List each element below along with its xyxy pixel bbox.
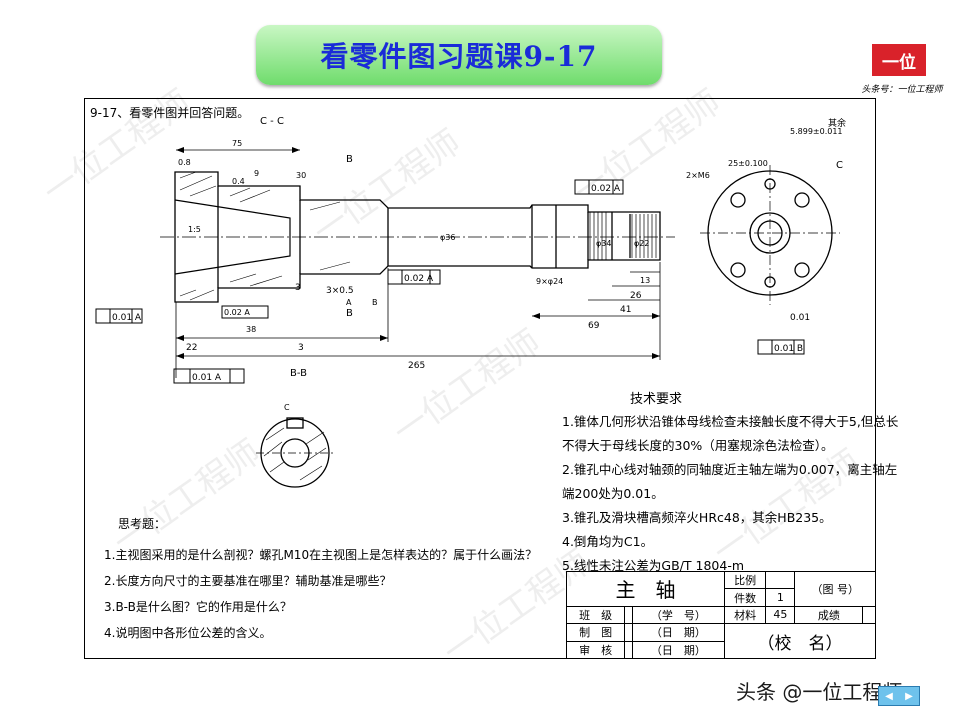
dim-41: 41 (620, 305, 631, 315)
tech-req-line: 3.锥孔及滑块槽高频淬火HRc48，其余HB235。 (562, 510, 832, 525)
dim-9: 9 (254, 169, 259, 178)
note-peizuo: B (372, 298, 378, 307)
tech-req-title: 技术要求 (630, 392, 683, 407)
qty-label: 件数 (723, 588, 767, 607)
label-b-bottom: B (346, 308, 353, 319)
school-name: （校 名） (723, 623, 877, 659)
dim-3x0.5: 3×0.5 (326, 286, 354, 296)
dim-bb-6: C (284, 403, 290, 412)
gdt-small: 0.02 A (224, 308, 250, 317)
gdt-endview: 0.01 B (774, 344, 803, 354)
questions-list: 1.主视图采用的是什么剖视？螺孔M10在主视图上是怎样表达的？属于什么画法？ 2… (104, 542, 537, 646)
draw-date: （日 期） (631, 623, 725, 642)
label-cc: C - C (260, 116, 284, 127)
tech-req-line: 2.锥孔中心线对轴颈的同轴度近主轴左端为0.007，离主轴左 (562, 462, 898, 477)
score-label: 成绩 (794, 605, 864, 625)
gdt-left: 0.01 A (112, 313, 142, 323)
part-name: 主 轴 (566, 571, 725, 607)
tech-req-list: 1.锥体几何形状沿锥体母线检查未接触长度不得大于5,但总长 不得大于母线长度的3… (562, 410, 898, 578)
dim-265: 265 (408, 361, 425, 371)
questions-title: 思考题： (118, 517, 167, 531)
question-item: 2.长度方向尺寸的主要基准在哪里？辅助基准是哪些？ (104, 574, 392, 588)
question-item: 1.主视图采用的是什么剖视？螺孔M10在主视图上是怎样表达的？属于什么画法？ (104, 548, 538, 562)
class-label: 班 级 (565, 605, 626, 625)
dim-2xM6: 5.899±0.011 (790, 127, 843, 136)
brand-logo: 一位 (872, 44, 926, 76)
qty-value: 1 (765, 588, 796, 607)
taper-bore (174, 199, 291, 275)
student-no: （学 号） (631, 605, 725, 625)
drawing-number: （图 号） (794, 571, 876, 607)
dim-45deg: 25±0.100 (728, 159, 768, 168)
question-item: 3.B-B是什么图？它的作用是什么？ (104, 600, 292, 614)
tech-req-line: 不得大于母线长度的30%（用塞规涂色法检查）。 (562, 438, 834, 453)
source-caption: 头条 @一位工程师 (736, 680, 903, 704)
dim-13: 13 (640, 276, 650, 285)
draw-label: 制 图 (565, 623, 626, 642)
dim-38: 38 (246, 325, 256, 334)
dim-4xM10: 2×M6 (686, 171, 710, 180)
label-b-top: B (346, 154, 353, 165)
title-banner: 看零件图习题课9-17 (256, 25, 662, 85)
check-date: （日 期） (631, 640, 725, 660)
dim-95: 3 (298, 343, 304, 353)
dim-taper: 1:5 (188, 225, 201, 234)
dim-phi31: φ36 (440, 233, 455, 242)
dim-m27: φ34 (596, 239, 611, 248)
scale-label: 比例 (723, 570, 767, 590)
dim-m22: φ22 (634, 239, 649, 248)
dim-phi6x90: A (346, 298, 352, 307)
tech-req-line: 5.线性未注公差为GB/T 1804-m (562, 558, 745, 573)
prev-arrow-icon[interactable]: ◀ (885, 690, 893, 702)
gdt-bottom: 0.01 A (192, 373, 222, 383)
check-label: 审 核 (565, 640, 626, 660)
label-c-view: C (836, 160, 843, 171)
gdt-top: 0.02 A (591, 184, 621, 194)
dim-26: 26 (630, 291, 642, 301)
question-item: 4.说明图中各形位公差的含义。 (104, 626, 272, 640)
next-arrow-icon[interactable]: ▶ (905, 690, 913, 702)
tech-req-line: 4.倒角均为C1。 (562, 534, 654, 549)
dim-22: 22 (186, 343, 197, 353)
page-title: 看零件图习题课9-17 (320, 40, 598, 73)
drawing-sheet (84, 98, 876, 659)
dim-0.4: 0.4 (232, 177, 245, 186)
label-bb: B-B (290, 368, 307, 379)
gdt-mid: 0.02 A (404, 274, 434, 284)
dim-3: 3 (295, 283, 301, 293)
roughness-other: 其余 (828, 117, 846, 129)
logo-caption: 头条号：一位工程师 (861, 85, 943, 95)
tech-req-line: 端200处为0.01。 (562, 486, 664, 501)
title-block: 主 轴 比例 （图 号） 件数 1 班 级 （学 号） 材料 45 成绩 制 图… (565, 570, 877, 660)
material-label: 材料 (723, 605, 767, 625)
logo-text: 一位 (882, 52, 916, 73)
slide-nav[interactable]: ◀ ▶ (878, 686, 920, 706)
dim-9xphi24: 9×φ24 (536, 277, 563, 286)
material-value: 45 (765, 605, 796, 625)
scale-value (765, 570, 796, 590)
dim-30: 30 (296, 171, 306, 180)
problem-heading: 9-17、看零件图并回答问题。 (90, 106, 250, 120)
dim-5.899: 0.01 (790, 313, 810, 323)
dim-69: 69 (588, 321, 600, 331)
tech-req-line: 1.锥体几何形状沿锥体母线检查未接触长度不得大于5,但总长 (562, 414, 899, 429)
dim-75: 75 (232, 139, 242, 148)
dim-0.8: 0.8 (178, 158, 191, 167)
